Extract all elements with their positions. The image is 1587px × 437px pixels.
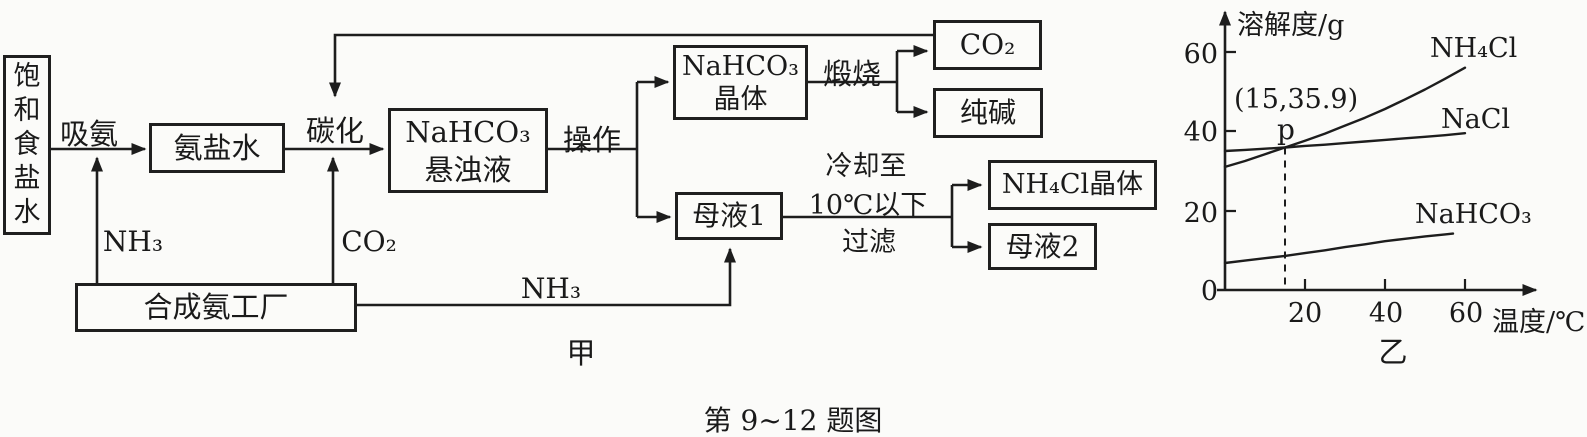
flowchart-connectors [51,33,983,307]
box-nh4cl-crystal: NH₄Cl晶体 [988,160,1157,210]
box-nahco3-suspension: NaHCO₃ 悬浊液 [388,108,548,193]
box-saturated-brine: 饱和食盐水 [3,55,51,235]
box-mother-liquor-1: 母液1 [675,192,783,240]
box-co2-label: CO₂ [959,28,1016,62]
curve-nahco3 [1223,232,1455,265]
y-tick-label-40: 40 [1183,117,1218,148]
box-soda-ash: 纯碱 [933,88,1043,138]
box-nahco3-suspension-line2: 悬浊液 [424,152,512,187]
curve-label-nacl: NaCl [1441,104,1511,135]
label-cooling-line1: 冷却至 [825,151,907,182]
y-axis-ticks [1225,50,1236,213]
box-nahco3-crystal: NaHCO₃ 晶体 [673,45,808,120]
curve-nacl [1223,131,1467,153]
label-nh3-transfer: NH₃ [520,272,582,305]
figure-caption: 第 9~12 题图 [703,404,883,437]
chart-x-axis-title: 温度/℃ [1492,307,1586,338]
sub-figure-label-jia: 甲 [566,336,596,370]
calcination-fork-line [808,51,899,112]
box-nahco3-suspension-line1: NaHCO₃ [405,114,531,149]
label-absorb-ammonia: 吸氨 [59,117,119,151]
curve-label-nahco3: NaHCO₃ [1415,199,1532,230]
box-nahco3-crystal-line2: 晶体 [713,83,768,115]
label-nh3-feed: NH₃ [102,225,164,258]
box-ammonia-brine-label: 氨盐水 [173,130,261,165]
co2-recycle-line [329,33,933,98]
curve-nh4cl [1223,66,1467,169]
box-mother-liquor-2-label: 母液2 [1005,229,1080,263]
x-tick-label-40: 40 [1368,298,1404,329]
y-tick-label-0: 0 [1200,276,1218,307]
label-calcination: 煅烧 [822,57,882,91]
chart-y-axis-title: 溶解度/g [1237,10,1345,41]
curve-label-nh4cl: NH₄Cl [1430,33,1518,64]
box-mother-liquor-2: 母液2 [988,223,1097,270]
label-carbonation: 碳化 [305,114,365,148]
cooling-fork-line [783,185,954,247]
y-tick-label-60: 60 [1183,39,1218,70]
y-tick-label-20: 20 [1183,198,1218,229]
box-co2: CO₂ [933,20,1042,70]
x-axis-ticks [1303,279,1467,290]
box-saturated-brine-label: 饱和食盐水 [13,61,41,228]
box-mother-liquor-1-label: 母液1 [692,199,766,233]
box-ammonia-brine: 氨盐水 [149,123,285,173]
label-cooling-line2: 10℃以下 [808,190,928,221]
annotation-point-p: p [1277,113,1295,146]
box-ammonia-plant-label: 合成氨工厂 [143,290,289,325]
label-operation: 操作 [562,123,622,157]
nh3-transfer-line [357,247,736,307]
box-ammonia-plant: 合成氨工厂 [75,283,357,332]
label-cooling-line3: 过滤 [842,227,896,258]
operation-fork-line [548,82,639,217]
box-nahco3-crystal-line1: NaHCO₃ [682,50,799,82]
chart-axes [1217,10,1538,296]
solubility-curves [1223,66,1467,265]
x-tick-label-20: 20 [1287,298,1323,329]
box-soda-ash-label: 纯碱 [959,96,1016,130]
sub-figure-label-yi: 乙 [1378,335,1408,369]
x-tick-label-60: 60 [1448,298,1484,329]
label-co2-feed: CO₂ [341,225,397,258]
box-nh4cl-crystal-label: NH₄Cl晶体 [1001,168,1144,200]
annotation-coordinates: (15,35.9) [1234,84,1359,115]
